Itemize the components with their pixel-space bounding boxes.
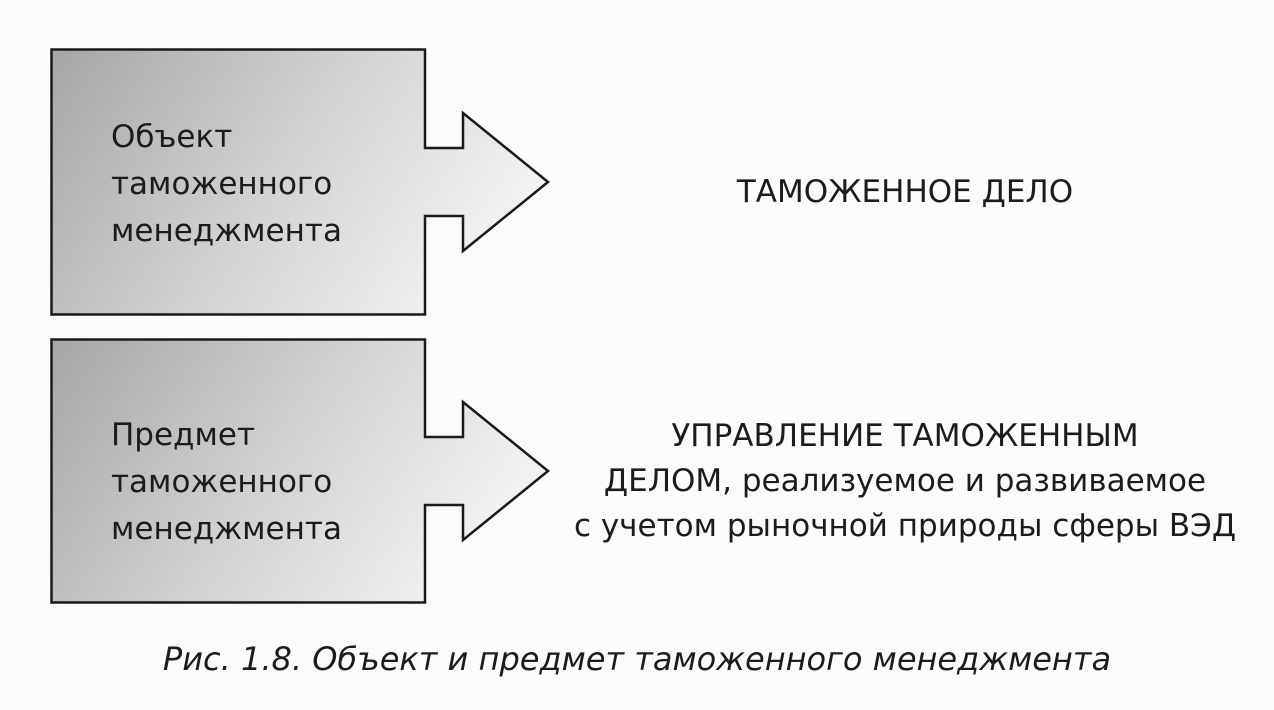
subject-description-line: УПРАВЛЕНИЕ ТАМОЖЕННЫМ [671, 418, 1139, 454]
subject-row: Предмет таможенного менеджмента УПРАВЛЕН… [0, 338, 1274, 604]
subject-description: УПРАВЛЕНИЕ ТАМОЖЕННЫМ ДЕЛОМ, реализуемое… [560, 414, 1250, 549]
object-row: Объект таможенного менеджмента ТАМОЖЕННО… [0, 48, 1274, 316]
subject-label-line: менеджмента [111, 511, 342, 547]
subject-description-line: с учетом рыночной природы сферы ВЭД [573, 508, 1237, 544]
object-arrow-box [50, 48, 550, 316]
object-label-line: Объект [111, 119, 233, 155]
object-label-line: таможенного [111, 166, 333, 202]
object-label-line: менеджмента [111, 213, 342, 249]
subject-label: Предмет таможенного менеджмента [111, 412, 342, 553]
subject-arrow-box [50, 338, 550, 604]
subject-label-line: Предмет [111, 417, 256, 453]
subject-description-line: ДЕЛОМ, реализуемое и развиваемое [603, 463, 1207, 499]
object-description-line: ТАМОЖЕННОЕ ДЕЛО [736, 174, 1074, 210]
object-label: Объект таможенного менеджмента [111, 114, 342, 255]
object-description: ТАМОЖЕННОЕ ДЕЛО [560, 170, 1250, 215]
figure-caption: Рис. 1.8. Объект и предмет таможенного м… [162, 640, 1112, 678]
subject-label-line: таможенного [111, 464, 333, 500]
